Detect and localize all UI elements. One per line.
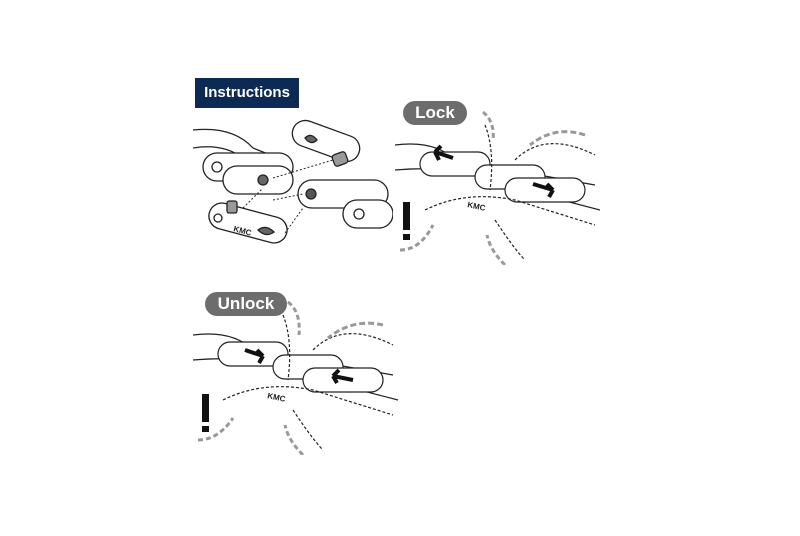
lock-illustration: KMC Lock [394,100,601,267]
arrow-right-icon [532,182,555,198]
warning-icon [403,202,410,230]
arrow-left-icon [433,144,454,161]
warning-icon [202,394,209,422]
lock-label: Lock [403,101,467,125]
unlock-label: Unlock [205,292,287,316]
assembly-illustration: KMC [192,118,394,258]
unlock-brand-text: KMC [267,391,287,404]
instructions-title: Instructions [195,78,299,108]
lock-brand-text: KMC [467,200,487,213]
unlock-illustration: KMC Unlock [192,290,400,457]
